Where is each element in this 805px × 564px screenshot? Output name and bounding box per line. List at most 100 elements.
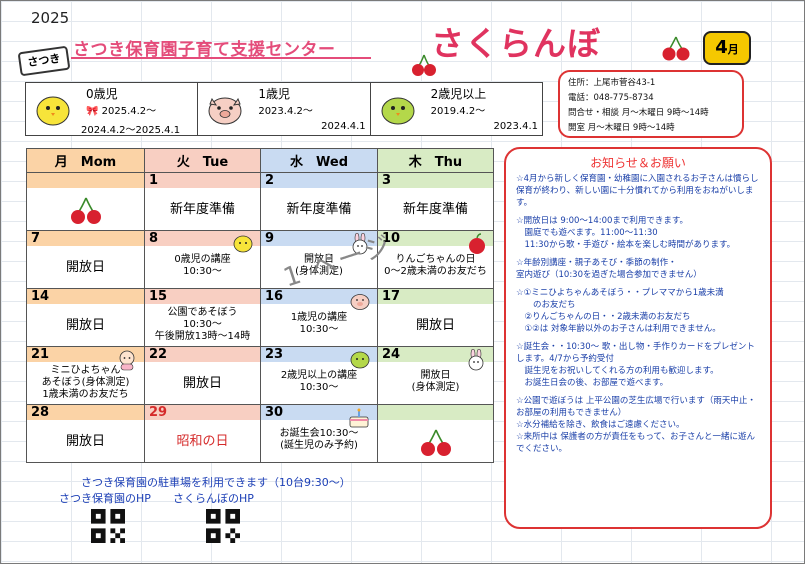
- calendar-day-cell-tue: 22 開放日: [144, 346, 261, 405]
- header-monday: 月 Mom: [26, 148, 145, 173]
- address: 住所：上尾市菅谷43-1: [568, 78, 656, 88]
- age-group-0: 0歳児 🎀 2025.4.2～ 2024.4.2～2025.4.1: [26, 83, 197, 136]
- notice-paragraph: ☆誕生会・・10:30～ 歌・出し物・手作りカードをプレゼントします。4/7から…: [516, 342, 755, 388]
- age-group-2: 2歳児以上 2019.4.2～ 2023.4.1: [369, 83, 542, 135]
- age-date-start: 2019.4.2～: [430, 106, 486, 117]
- day-number: 1: [145, 173, 260, 188]
- cherry-icon: [662, 36, 690, 61]
- notice-box: お知らせ＆お願い ☆4月から新しく保育園・幼稚園に入園されるお子さんは慣らし保育…: [504, 147, 772, 529]
- age-date-range: 2024.4.2～2025.4.1: [81, 125, 181, 136]
- calendar-day-cell-thu: 3 新年度準備: [377, 172, 494, 231]
- chick-icon: [232, 233, 254, 257]
- day-event-text: 新年度準備: [286, 202, 352, 217]
- day-number: 21: [27, 347, 144, 362]
- calendar-day-cell-wed: 23 2歳児以上の講座 10:30～: [260, 346, 378, 405]
- day-event-text: お誕生会10:30～ (誕生児のみ予約): [279, 428, 359, 451]
- day-event-text: 開放日: [65, 260, 105, 275]
- age-date-start: 🎀 2025.4.2～: [86, 106, 157, 117]
- month-number: 4: [715, 37, 728, 58]
- day-event-text: 新年度準備: [402, 202, 468, 217]
- cake-icon: [347, 407, 371, 433]
- header-tuesday: 火 Tue: [144, 148, 261, 173]
- calendar-week-row: 21 ミニひよちゃん あそぼう(身体測定) 1歳未満のお友だち 22 開放日 23 2歳児…: [26, 346, 494, 405]
- bunny-icon: [465, 348, 487, 375]
- day-event-text: 2歳児以上の講座 10:30～: [280, 370, 358, 393]
- notice-paragraph: ☆公園で遊ぼうは 上平公園の芝生広場で行います（雨天中止・お部屋の利用もできませ…: [516, 396, 756, 454]
- bird-icon: [349, 349, 371, 373]
- notice-body: ☆4月から新しく保育園・幼稚園に入園されるお子さんは慣らし保育が終わり、新しい園…: [516, 173, 760, 455]
- day-number: 24: [378, 347, 493, 362]
- age-group-1: 1歳児 2023.4.2～ 2024.4.1: [197, 83, 369, 135]
- day-event-text: りんごちゃんの日 0～2歳未満のお友だち: [384, 254, 487, 277]
- day-event-text: 開放日: [65, 434, 105, 449]
- parking-note: さつき保育園の駐車場を利用できます（10台9:30～）: [81, 476, 351, 489]
- age-date-start: 2023.4.2～: [258, 106, 313, 117]
- consult-hours: 問合せ・相談 月～木曜日 9時～14時: [568, 108, 709, 118]
- cherry-icon: [69, 196, 103, 230]
- calendar-day-cell-wed: 16 1歳児の講座 10:30～: [260, 288, 378, 347]
- qr-code-icon[interactable]: [206, 509, 240, 543]
- calendar-day-cell-thu: [377, 404, 494, 463]
- main-title: さくらんぼ: [431, 24, 601, 63]
- age-date-end: 2024.4.1: [321, 121, 366, 132]
- phone: 電話：048-775-8734: [568, 93, 654, 103]
- calendar-day-cell-mon: 14 開放日: [26, 288, 145, 347]
- center-subtitle: さつき保育園子育て支援センター: [73, 40, 336, 60]
- calendar-header-row: 月 Mom 火 Tue 水 Wed 木 Thu: [26, 148, 494, 173]
- day-event-text: 開放日: [182, 376, 222, 391]
- day-event-text: 開放日 (身体測定): [295, 254, 343, 277]
- month-unit: 月: [727, 43, 739, 56]
- day-event-text: 新年度準備: [169, 202, 235, 217]
- bird-icon: [381, 97, 415, 125]
- day-number: 28: [27, 405, 144, 420]
- day-event-text: 開放日: [65, 318, 105, 333]
- day-number: 8: [145, 231, 260, 246]
- calendar-day-cell-mon: 7 開放日: [26, 230, 145, 289]
- notice-paragraph: ☆開放日は 9:00～14:00まで利用できます。 園庭でも遊べます。11:00…: [516, 216, 736, 250]
- qr-code-icon[interactable]: [91, 509, 125, 543]
- calendar-day-cell-tue: 1 新年度準備: [144, 172, 261, 231]
- hp-link-sakuranbo[interactable]: さくらんぼのHP: [173, 492, 254, 505]
- apple-icon: [467, 233, 487, 259]
- bunny-icon: [349, 232, 371, 259]
- day-number: [27, 173, 144, 188]
- calendar-table: 月 Mom 火 Tue 水 Wed 木 Thu 1 新年度準備 2 新年度準備 3 新年度…: [26, 148, 494, 463]
- calendar-day-cell-wed: 2 新年度準備: [260, 172, 378, 231]
- day-number: 7: [27, 231, 144, 246]
- day-event-text: ミニひよちゃん あそぼう(身体測定) 1歳未満のお友だち: [41, 365, 130, 400]
- pig-icon: [349, 291, 371, 315]
- day-number: 14: [27, 289, 144, 304]
- day-number: 2: [261, 173, 377, 188]
- calendar-day-cell-mon: [26, 172, 145, 231]
- day-number: 16: [261, 289, 377, 304]
- day-number: 10: [378, 231, 493, 246]
- day-number: 3: [378, 173, 493, 188]
- day-number: 15: [145, 289, 260, 304]
- day-event-text: 1歳児の講座 10:30～: [290, 312, 348, 335]
- calendar-week-row: 1 新年度準備 2 新年度準備 3 新年度準備: [26, 172, 494, 231]
- day-number: 23: [261, 347, 377, 362]
- contact-info-box: 住所：上尾市菅谷43-1 電話：048-775-8734 問合せ・相談 月～木曜…: [558, 70, 744, 138]
- cherry-icon: [419, 428, 453, 462]
- hp-link-satsuki[interactable]: さつき保育園のHP: [59, 492, 151, 505]
- age-name: 1歳児: [258, 87, 290, 101]
- calendar-day-cell-thu: 10 りんごちゃんの日 0～2歳未満のお友だち: [377, 230, 494, 289]
- open-hours: 開室 月～木曜日 9時～14時: [568, 123, 675, 133]
- notice-paragraph: ☆年齢別講座・親子あそび・季節の制作・ 室内遊び（10:30を過ぎた場合参加でき…: [516, 258, 702, 280]
- header-wednesday: 水 Wed: [260, 148, 378, 173]
- age-name: 2歳児以上: [430, 87, 487, 101]
- notice-paragraph: ☆①ミニひよちゃんあそぼう・・プレママから1歳未満 のお友だち ②りんごちゃんの…: [516, 288, 724, 334]
- day-event-text: 昭和の日: [176, 434, 229, 449]
- day-event-text: 0歳児の講座 10:30～: [174, 254, 231, 277]
- header-thursday: 木 Thu: [377, 148, 494, 173]
- day-number: 22: [145, 347, 260, 362]
